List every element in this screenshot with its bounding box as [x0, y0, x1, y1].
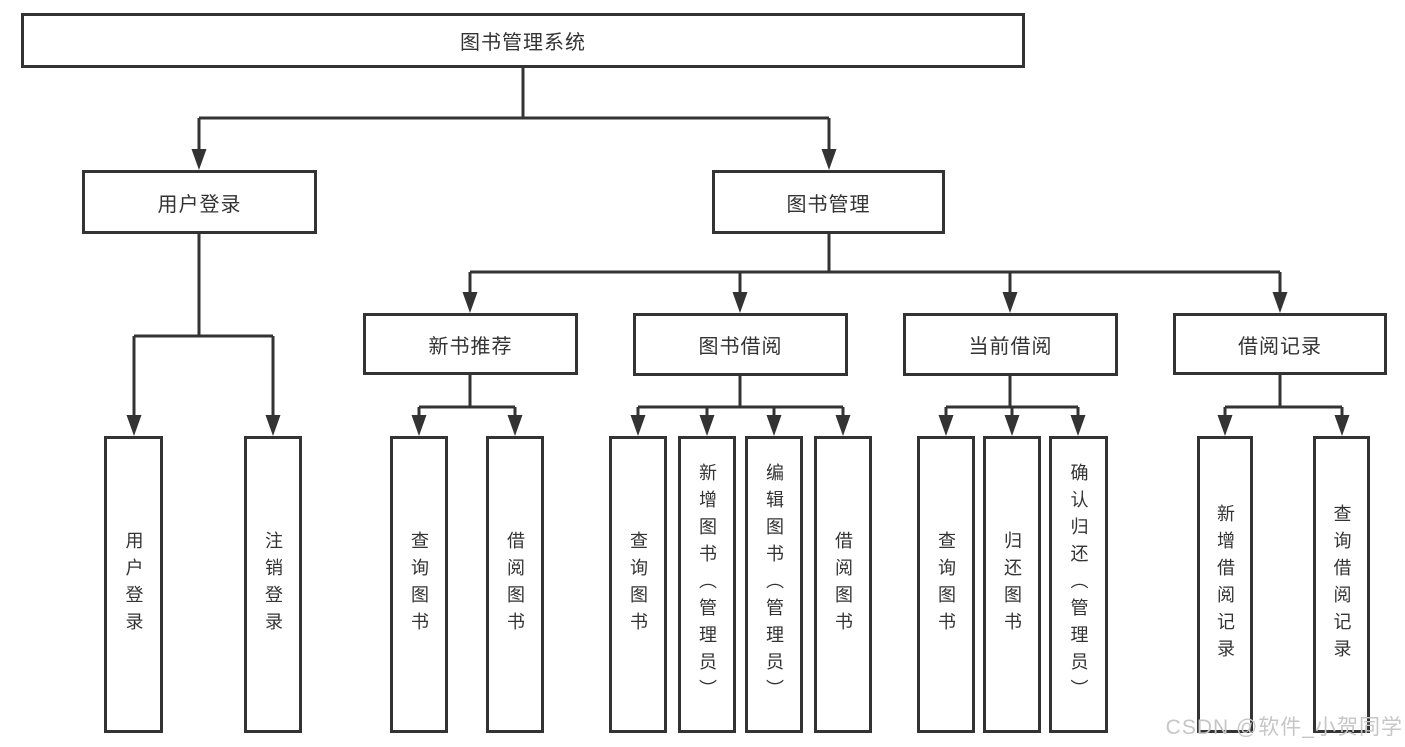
edge-user-login-split: [132, 234, 275, 421]
arrowhead: [835, 415, 851, 436]
arrowhead: [1217, 415, 1233, 436]
leaf-label: 注销登录: [263, 530, 283, 639]
node-label: 新书推荐: [428, 335, 513, 358]
arrowhead: [821, 149, 837, 170]
leaf-label: 查询图书: [409, 530, 429, 639]
arrowhead: [732, 292, 748, 313]
leaf-rec-query-books: 查询图书: [390, 436, 448, 733]
leaf-logout: 注销登录: [244, 436, 302, 733]
leaf-borrow-edit-books-admin: 编辑图书（管理员）: [745, 436, 803, 733]
arrowhead: [1004, 415, 1020, 436]
leaf-current-query-books: 查询图书: [917, 436, 975, 733]
leaf-label: 用户登录: [123, 530, 144, 639]
leaf-label: 查询图书: [628, 530, 648, 639]
node-label: 图书管理系统: [460, 32, 586, 54]
arrowhead: [1272, 292, 1288, 313]
node-user-login: 用户登录: [82, 170, 317, 234]
leaf-current-return-books: 归还图书: [983, 436, 1041, 733]
arrowhead: [938, 415, 954, 436]
arrowhead: [1070, 415, 1086, 436]
edge-new-book-recommend-split: [417, 375, 517, 421]
leaf-label: 新增借阅记录: [1215, 503, 1235, 666]
arrowhead: [507, 415, 523, 436]
node-current-borrow: 当前借阅: [903, 313, 1118, 376]
node-label: 用户登录: [157, 193, 242, 216]
arrowhead: [766, 415, 782, 436]
leaf-label: 查询图书: [936, 530, 956, 639]
arrowhead: [699, 415, 715, 436]
leaf-label: 借阅图书: [505, 530, 525, 639]
arrowhead: [191, 149, 207, 170]
leaf-label: 确认归还（管理员）: [1068, 463, 1089, 706]
node-book-management: 图书管理: [712, 170, 945, 234]
node-root: 图书管理系统: [21, 13, 1025, 68]
leaf-borrow-borrow-books: 借阅图书: [814, 436, 872, 733]
node-label: 图书管理: [786, 193, 871, 216]
arrowhead: [462, 292, 478, 313]
edge-book-borrow-split: [636, 376, 845, 421]
edge-current-borrow-split: [944, 376, 1080, 421]
leaf-label: 借阅图书: [833, 530, 853, 639]
leaf-current-confirm-return-admin: 确认归还（管理员）: [1049, 436, 1108, 733]
leaf-rec-borrow-books: 借阅图书: [486, 436, 544, 733]
leaf-label: 编辑图书（管理员）: [764, 463, 784, 706]
edge-root-split: [197, 68, 831, 155]
leaf-label: 新增图书（管理员）: [697, 463, 717, 706]
node-new-book-recommend: 新书推荐: [363, 313, 578, 375]
arrowhead: [126, 415, 142, 436]
arrowhead: [411, 415, 427, 436]
arrowhead: [1334, 415, 1350, 436]
leaf-borrow-add-books-admin: 新增图书（管理员）: [678, 436, 736, 733]
node-label: 图书借阅: [698, 336, 783, 358]
arrowhead: [630, 415, 646, 436]
watermark-text: CSDN @软件_小贺同学: [1165, 716, 1403, 739]
leaf-borrow-query-books: 查询图书: [609, 436, 667, 733]
leaf-label: 查询借阅记录: [1331, 503, 1352, 666]
leaf-label: 归还图书: [1002, 530, 1022, 639]
arrowhead: [1002, 292, 1018, 313]
node-label: 借阅记录: [1238, 335, 1322, 358]
node-label: 当前借阅: [968, 336, 1053, 358]
leaf-user-login: 用户登录: [104, 436, 163, 733]
leaf-records-query-record: 查询借阅记录: [1313, 436, 1370, 733]
edge-borrow-records-split: [1223, 375, 1344, 421]
leaf-records-add-record: 新增借阅记录: [1197, 436, 1253, 733]
node-book-borrow: 图书借阅: [633, 313, 848, 376]
edge-book-management-split: [468, 234, 1282, 298]
arrowhead: [265, 415, 281, 436]
node-borrow-records: 借阅记录: [1173, 313, 1387, 375]
